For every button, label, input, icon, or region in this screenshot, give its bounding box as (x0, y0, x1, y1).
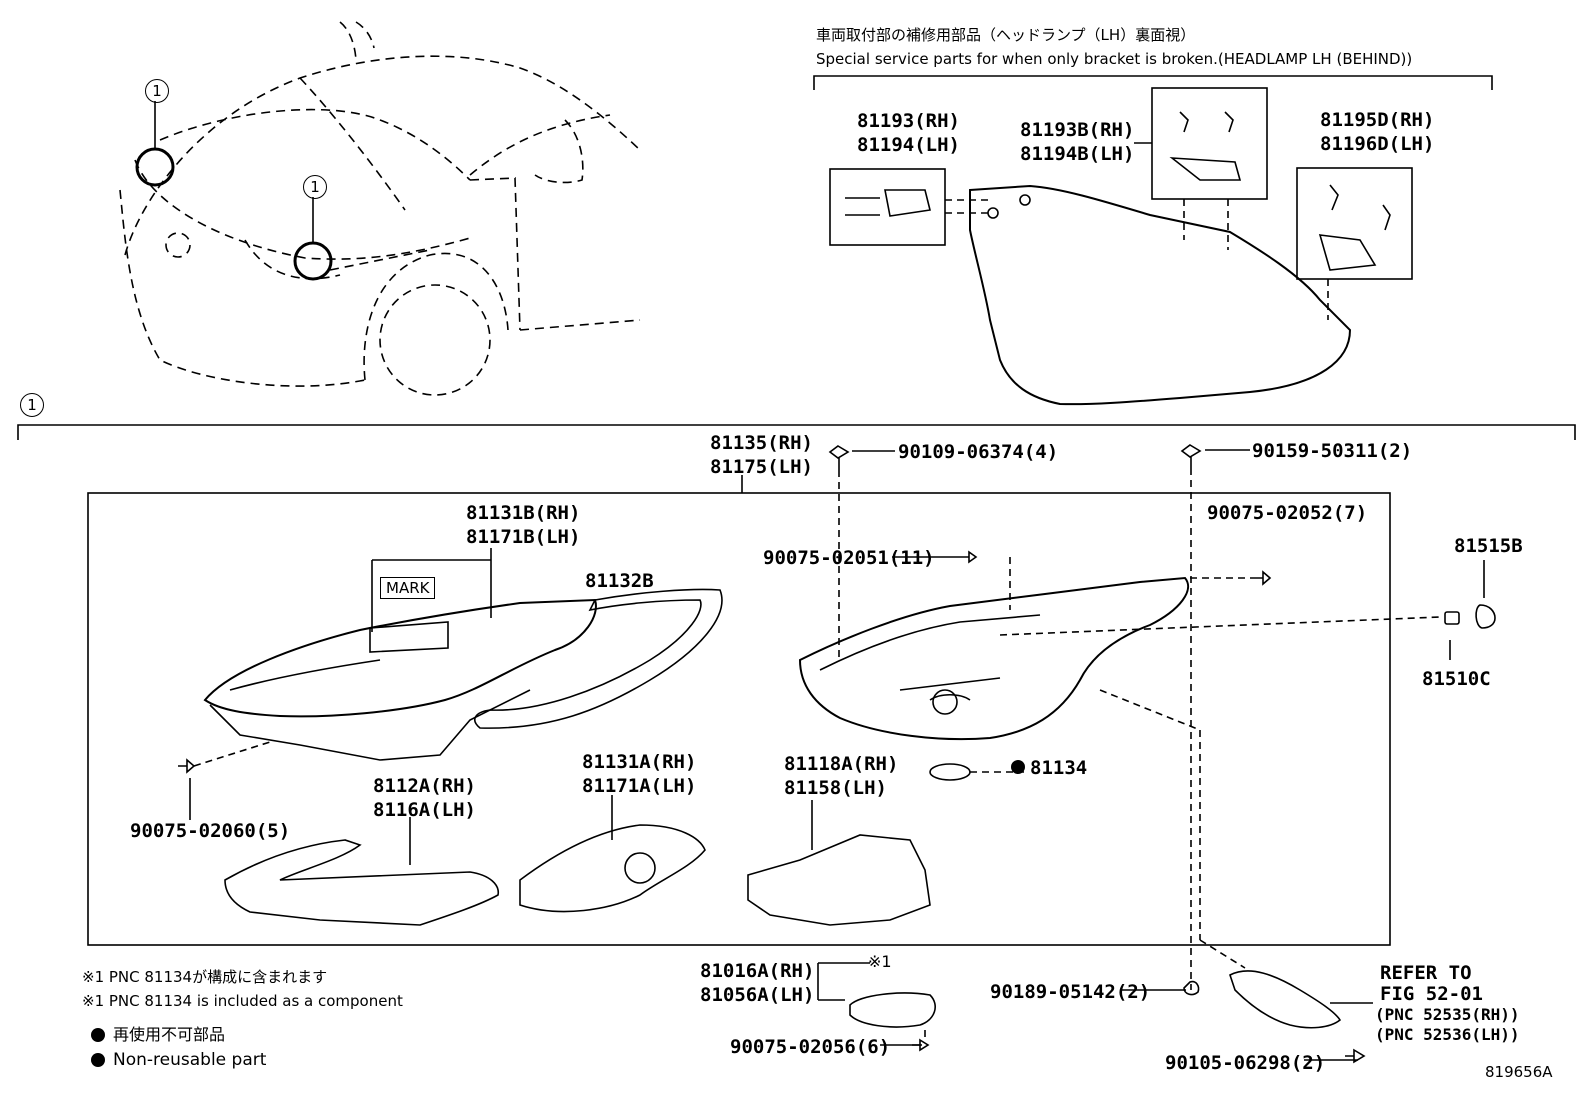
refer-line-3: (PNC 52535(RH)) (1375, 1005, 1520, 1024)
callout-circles (135, 147, 333, 281)
label-8116a: 8116A(LH) (373, 799, 476, 821)
label-81131b: 81131B(RH) (466, 502, 581, 524)
housing-bracket-outline (747, 834, 931, 926)
ecu-outline (849, 992, 936, 1028)
label-81193b: 81193B(RH) (1020, 119, 1135, 141)
label-clip-90189: 90189-05142(2) (990, 981, 1151, 1003)
callout-1-b: 1 (303, 175, 327, 199)
label-81194b: 81194B(LH) (1020, 143, 1135, 165)
label-81175: 81175(LH) (710, 456, 813, 478)
label-81194: 81194(LH) (857, 134, 960, 156)
legend-en: Non-reusable part (113, 1050, 267, 1070)
label-81171a: 81171A(LH) (582, 775, 697, 797)
label-bolt-90109: 90109-06374(4) (898, 441, 1059, 463)
refer-line-4: (PNC 52536(LH)) (1375, 1025, 1520, 1044)
label-bolt-90159: 90159-50311(2) (1252, 440, 1413, 462)
label-81196d: 81196D(LH) (1320, 133, 1435, 155)
figure-id: 819656A (1485, 1063, 1553, 1081)
housing-outline (798, 576, 1190, 741)
reflector-outline (519, 824, 706, 913)
label-screw-90075-02052: 90075-02052(7) (1207, 502, 1368, 524)
label-screw-90075-02056: 90075-02056(6) (730, 1036, 891, 1058)
non-reusable-dot-81134 (1011, 760, 1025, 774)
label-81510c: 81510C (1422, 668, 1491, 690)
note-jp: ※1 PNC 81134が構成に含まれます (82, 968, 328, 986)
label-81158: 81158(LH) (784, 777, 887, 799)
label-81056a: 81056A(LH) (700, 984, 815, 1006)
label-81195d: 81195D(RH) (1320, 109, 1435, 131)
legend-dot-en (91, 1053, 105, 1067)
label-81132b: 81132B (585, 570, 654, 592)
callout-1-a: 1 (145, 79, 169, 103)
car-front-illustration (119, 21, 641, 396)
note-en: ※1 PNC 81134 is included as a component (82, 992, 403, 1010)
lens-assembly-outline (203, 598, 597, 718)
label-81193: 81193(RH) (857, 110, 960, 132)
label-screw-90075-02051: 90075-02051(11) (763, 547, 935, 569)
label-8112a: 8112A(RH) (373, 775, 476, 797)
gasket-outline (474, 588, 723, 729)
refer-line-2: FIG 52-01 (1380, 983, 1483, 1005)
refer-line-1: REFER TO (1380, 962, 1472, 984)
ecu-note-mark: ※1 (868, 952, 892, 971)
bezel-outline (224, 839, 499, 926)
callout-1-section: 1 (20, 393, 44, 417)
label-81016a: 81016A(RH) (700, 960, 815, 982)
mark-label: MARK (380, 577, 436, 599)
legend-dot-jp (91, 1028, 105, 1042)
label-81135: 81135(RH) (710, 432, 813, 454)
label-81118a: 81118A(RH) (784, 753, 899, 775)
label-bolt-90105: 90105-06298(2) (1165, 1052, 1326, 1074)
headlamp-back-outline (969, 184, 1352, 406)
label-81515b: 81515B (1454, 535, 1523, 557)
seal-ring (929, 763, 971, 781)
label-81171b: 81171B(LH) (466, 526, 581, 548)
bracket-section-title-jp: 車両取付部の補修用部品（ヘッドランプ（LH）裏面視） (816, 26, 1196, 44)
bracket-section-title-en: Special service parts for when only brac… (816, 50, 1413, 68)
legend-jp: 再使用不可部品 (113, 1025, 226, 1044)
label-81131a: 81131A(RH) (582, 751, 697, 773)
label-81134: 81134 (1030, 757, 1088, 779)
label-screw-90075-02060: 90075-02060(5) (130, 820, 291, 842)
